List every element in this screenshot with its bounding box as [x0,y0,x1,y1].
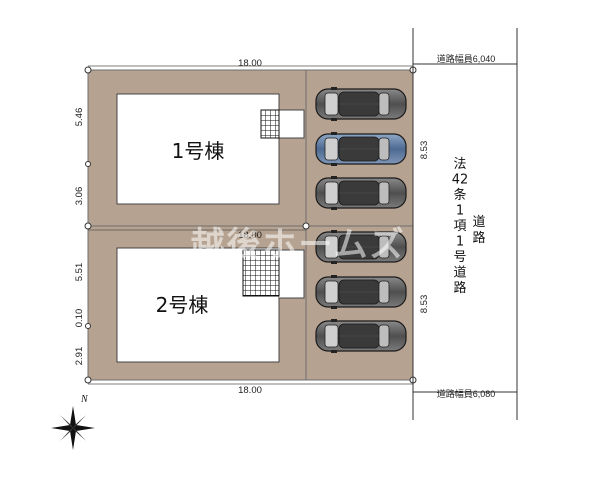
dim-right-lower: 8.53 [419,295,430,314]
parked-car-icon [315,87,407,121]
parked-car-icon [315,176,407,210]
boundary-markers [84,66,417,384]
road-name-char: 法 [453,157,466,172]
parking-cars [315,87,407,353]
road-name-char: 路 [453,280,466,296]
road-width-bottom: 道路幅員6,080 [437,388,496,399]
watermark: 越後ホームズ [191,225,406,265]
parked-car-icon [315,230,407,264]
road-name-char: 道 [453,266,466,281]
road-name-char: 条 [453,187,466,203]
road-name-char: 道 [472,215,485,230]
road-name-char: 1 [456,235,464,250]
entrance-grating-2 [242,249,280,297]
dim-top-width: 18.00 [238,58,262,69]
road-name-char: 42 [452,173,469,188]
building-1 [116,93,280,205]
parked-car-icon [315,319,407,353]
road-boundaries [412,28,518,420]
entrance-grating-1 [260,109,280,139]
compass-icon: N [51,394,95,450]
dim-left-upper-1: 5.46 [74,108,85,127]
entrance-step-2 [279,249,305,299]
dim-left-upper-2: 3.06 [74,187,85,206]
dim-left-lower-3: 2.91 [74,347,85,366]
dim-bottom-width: 18.00 [238,385,262,396]
dim-left-lower-2: 0.10 [74,309,85,328]
road-name-char: 1 [456,204,464,219]
parked-car-icon [315,132,407,166]
dim-left-lower-1: 5.51 [74,263,85,282]
compass-north-label: N [80,394,89,405]
road-width-top: 道路幅員6,040 [437,53,496,64]
building-1-label: 1号棟 [172,139,225,163]
road-name-char: 号 [453,250,466,265]
road-name-char: 項 [453,219,466,234]
entrance-step-1 [279,109,305,139]
parked-car-icon [315,275,407,309]
road-name-char: 路 [472,230,485,246]
building-2-label: 2号棟 [156,293,209,317]
dim-middle-width: 18.00 [238,230,262,241]
dim-right-upper: 8.53 [419,141,430,160]
